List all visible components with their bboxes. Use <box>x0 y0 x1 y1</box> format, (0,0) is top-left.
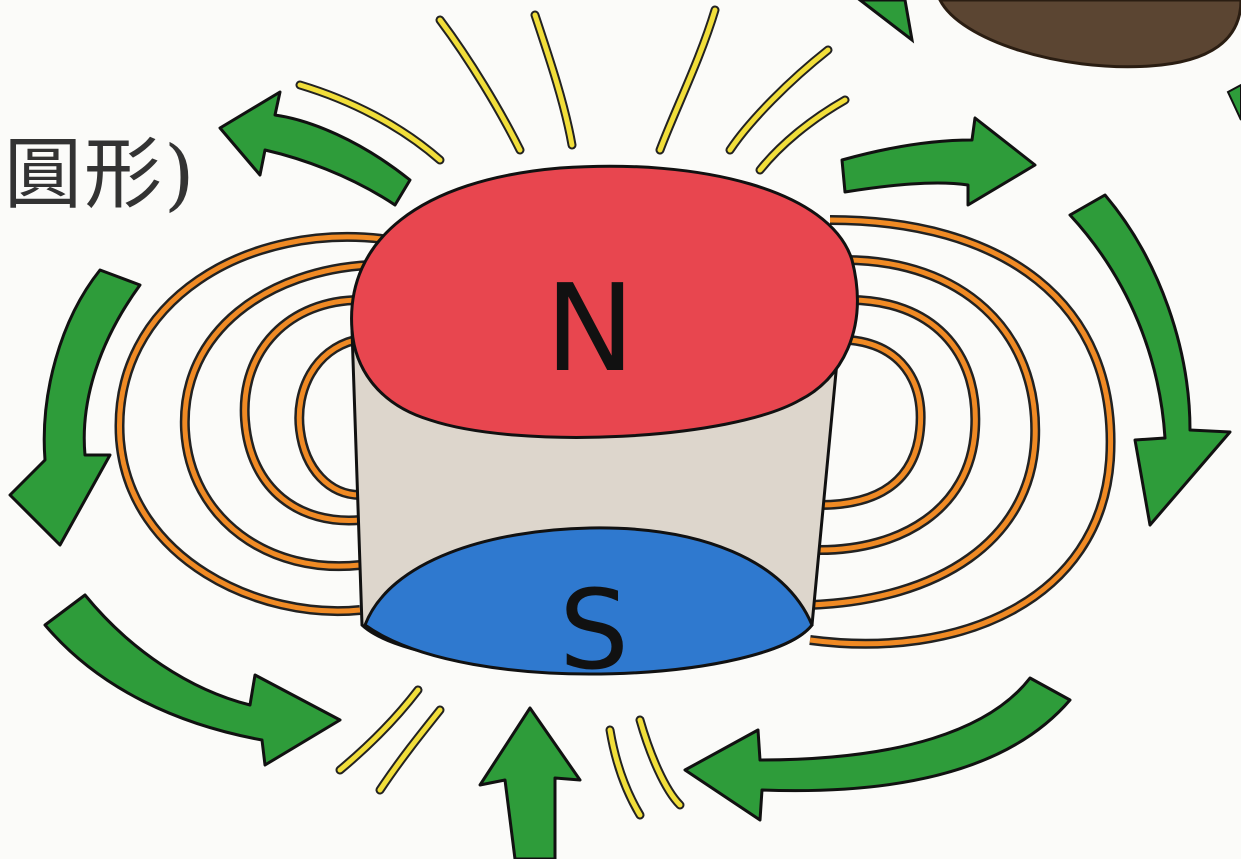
arrow-top-left <box>220 92 410 205</box>
arrow-bottom-center <box>480 708 580 859</box>
arrow-bottom-right <box>685 678 1070 820</box>
arrow-top-right <box>842 118 1035 205</box>
brown-shape <box>940 0 1241 67</box>
field-lines-left <box>119 237 390 611</box>
green-fragment-right <box>1228 85 1241 120</box>
green-fragment <box>860 0 912 40</box>
south-label: S <box>559 566 629 694</box>
magnet: N S <box>352 166 858 694</box>
arrow-bottom-left <box>45 595 340 765</box>
ray-group-top <box>300 10 845 170</box>
north-label: N <box>545 260 635 399</box>
